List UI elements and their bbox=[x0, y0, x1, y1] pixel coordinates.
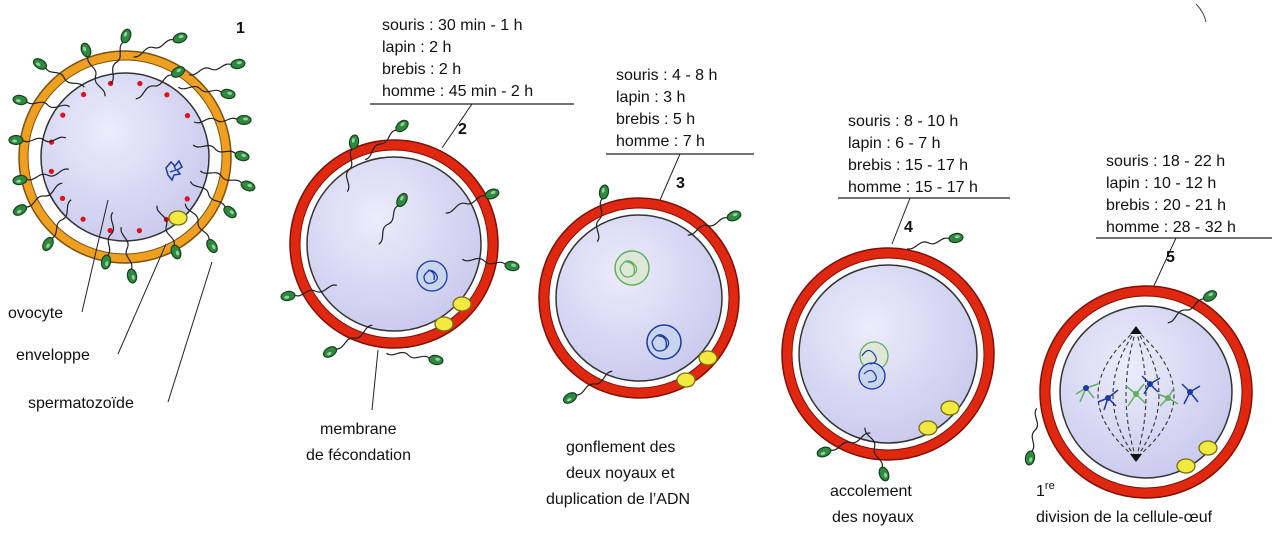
stage-5-time-souris: souris : 18 - 22 h bbox=[1106, 153, 1225, 170]
stage-3-polar-body-2 bbox=[698, 350, 718, 366]
stage-3-caption-line-3: duplication de l’ADN bbox=[546, 491, 690, 508]
cortical-granule bbox=[59, 195, 66, 201]
stage-2-time-brebis: brebis : 2 h bbox=[382, 61, 461, 78]
stage-5-time-brebis: brebis : 20 - 21 h bbox=[1106, 197, 1226, 214]
stage-2-caption-line-1: membrane bbox=[320, 421, 397, 438]
stage-3-caption-line-2: deux noyaux et bbox=[566, 465, 675, 482]
cortical-granule bbox=[81, 91, 87, 98]
cortical-granule bbox=[164, 92, 170, 98]
stage-3-time-homme: homme : 7 h bbox=[616, 133, 705, 150]
stage-3-female-pronucleus bbox=[646, 324, 682, 360]
stage-5-chromosomes bbox=[1075, 375, 1201, 411]
stage-5-time-lapin: lapin : 10 - 12 h bbox=[1106, 175, 1216, 192]
stage-4-time-souris: souris : 8 - 10 h bbox=[848, 113, 958, 130]
stage-4-polar-body-1 bbox=[918, 420, 938, 436]
stage-3-pronuclei: souris : 4 - 8 h lapin : 3 h brebis : 5 … bbox=[538, 67, 754, 508]
stage-4-polar-body-2 bbox=[940, 400, 960, 416]
stage-5-polar-body-1 bbox=[1176, 458, 1196, 474]
cortical-granule bbox=[80, 216, 86, 222]
stage-5-upper-pole bbox=[1130, 326, 1142, 334]
cortical-granule bbox=[107, 227, 113, 234]
stage-5-caption-superscript: re bbox=[1045, 480, 1055, 492]
stage-5-caption-ordinal: 1re bbox=[1036, 480, 1055, 500]
stage-5-number: 5 bbox=[1166, 249, 1175, 266]
stage-4-time-lapin: lapin : 6 - 7 h bbox=[848, 135, 941, 152]
stage-3-time-brebis: brebis : 5 h bbox=[616, 111, 695, 128]
stage-5-first-division: souris : 18 - 22 h lapin : 10 - 12 h bre… bbox=[1023, 153, 1272, 526]
stage-2-polar-body-1 bbox=[434, 316, 454, 332]
stage-4-pronuclei-contact: souris : 8 - 10 h lapin : 6 - 7 h brebis… bbox=[781, 113, 1010, 526]
stage-5-caption-line-2: division de la cellule-œuf bbox=[1036, 509, 1213, 526]
stage-3-male-pronucleus bbox=[614, 250, 650, 286]
stage-4-caption-line-1: accolement bbox=[830, 483, 912, 500]
stage-2-sperm-entry: souris : 30 min - 1 h lapin : 2 h brebis… bbox=[279, 17, 574, 464]
label-ovocyte: ovocyte bbox=[8, 305, 63, 322]
stage-5-caption-ordinal-number: 1 bbox=[1036, 483, 1045, 500]
stage-5-time-homme: homme : 28 - 32 h bbox=[1106, 219, 1236, 236]
stage-3-time-souris: souris : 4 - 8 h bbox=[616, 67, 717, 84]
stage-3-number: 3 bbox=[676, 175, 685, 192]
polar-body bbox=[168, 210, 188, 226]
stage-3-time-lapin: lapin : 3 h bbox=[616, 89, 685, 106]
cortical-granule bbox=[60, 112, 66, 118]
stage-3-polar-body-1 bbox=[676, 372, 696, 388]
stage-2-polar-body-2 bbox=[452, 296, 472, 312]
spermatozoide-leader bbox=[167, 261, 213, 403]
stage-4-fused-nuclei bbox=[858, 341, 889, 390]
stage-2-time-lapin: lapin : 2 h bbox=[382, 39, 451, 56]
stage-1-number: 1 bbox=[236, 20, 245, 37]
stage-2-time-homme: homme : 45 min - 2 h bbox=[382, 83, 533, 100]
label-enveloppe: enveloppe bbox=[16, 347, 90, 364]
cortical-granule bbox=[136, 228, 142, 234]
stage-3-caption-line-1: gonflement des bbox=[566, 439, 675, 456]
stage-4-number: 4 bbox=[904, 219, 913, 236]
stage-2-caption-line-2: de fécondation bbox=[306, 447, 411, 464]
cortical-granule bbox=[184, 196, 190, 202]
stage-5-polar-body-2 bbox=[1198, 440, 1218, 456]
stage-2-number: 2 bbox=[458, 121, 467, 138]
stage-5-mitotic-spindle bbox=[1097, 329, 1175, 459]
stage-5-lower-pole bbox=[1130, 454, 1142, 462]
stage-4-caption-line-2: des noyaux bbox=[832, 509, 914, 526]
cortical-granule bbox=[184, 113, 191, 119]
cortical-granule bbox=[137, 80, 143, 87]
label-spermatozoide: spermatozoïde bbox=[28, 395, 134, 412]
oocyte-nucleus bbox=[165, 159, 183, 182]
enveloppe-leader bbox=[117, 243, 167, 355]
stage-4-time-homme: homme : 15 - 17 h bbox=[848, 179, 978, 196]
stage-4-time-brebis: brebis : 15 - 17 h bbox=[848, 157, 968, 174]
ovocyte-leader bbox=[81, 199, 109, 313]
stage-1-oocyte: 1 ovocyte enveloppe spermatozoïde bbox=[8, 20, 257, 412]
stage-2-time-souris: souris : 30 min - 1 h bbox=[382, 17, 523, 34]
stage-2-nucleus bbox=[416, 260, 448, 292]
corner-mark bbox=[1195, 3, 1207, 23]
cortical-granule bbox=[48, 168, 55, 174]
